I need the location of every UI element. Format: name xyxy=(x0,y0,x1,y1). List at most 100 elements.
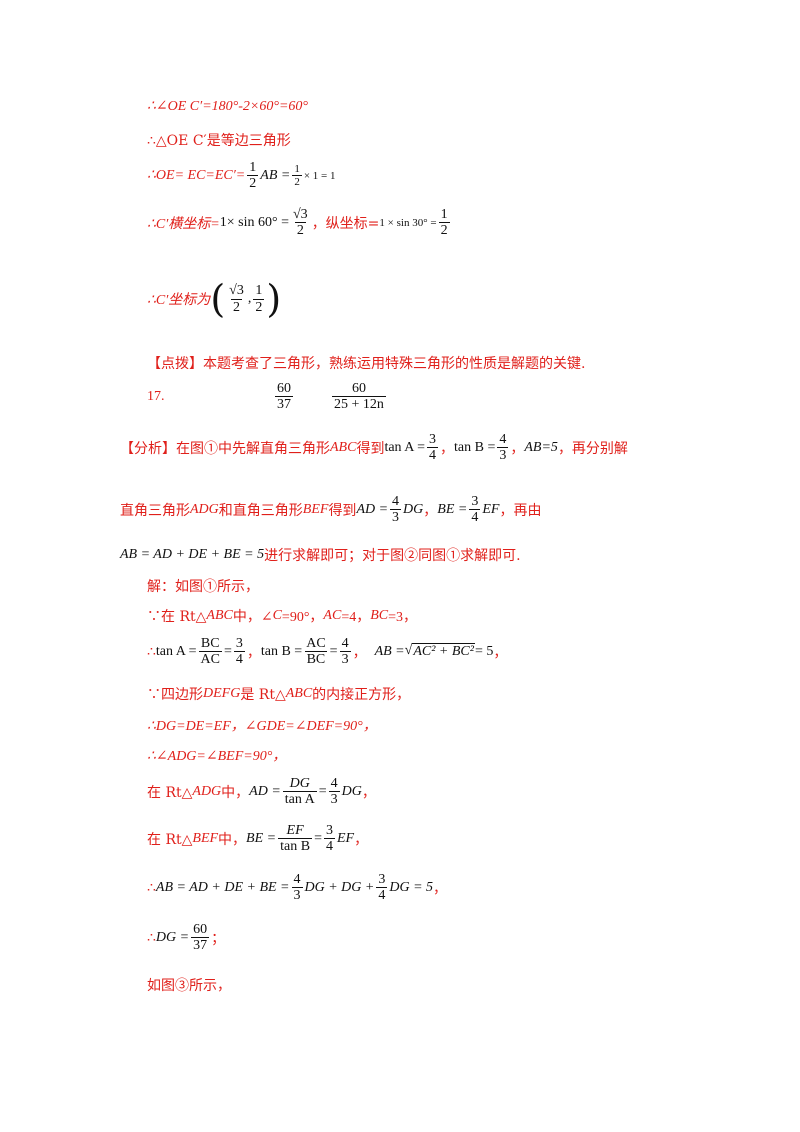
text: ADG xyxy=(192,783,222,799)
text: ，再分别解 xyxy=(557,440,628,457)
text: = xyxy=(318,783,327,799)
text: AB = AD + DE + BE = 5 xyxy=(120,547,265,562)
text: ∵四边形 xyxy=(147,687,203,703)
text: AC xyxy=(323,608,342,623)
text: C xyxy=(272,608,282,623)
text: BEF xyxy=(192,830,219,846)
line-dg-de-ef: ∴DG=DE=EF，∠GDE=∠DEF=90°， xyxy=(147,715,377,735)
line-equilateral: ∴△OE C′是等边三角形 xyxy=(147,130,291,150)
right-paren: ) xyxy=(266,277,282,321)
text: 得到 xyxy=(328,502,357,519)
text: ∴∠ADG=∠BEF=90°， xyxy=(147,749,287,764)
text: ABC xyxy=(285,686,313,701)
text: × 1 = 1 xyxy=(303,169,336,182)
text: tan B = xyxy=(260,643,303,659)
line-note: 【点拨】本题考查了三角形，熟练运用特殊三角形的性质是解题的关键. xyxy=(147,353,585,373)
text: = 5 xyxy=(474,643,494,659)
radical-sign: √ xyxy=(404,643,413,659)
text: ∴C′横坐标= xyxy=(147,216,220,232)
comma: , xyxy=(247,291,252,306)
text: AB = xyxy=(374,643,405,659)
text: EF xyxy=(336,830,355,846)
text: =4， xyxy=(341,610,371,625)
text: ∴△OE C′是等边三角形 xyxy=(147,133,291,149)
text: ，纵坐标= xyxy=(311,215,380,232)
line-solution-start: 解：如图①所示， xyxy=(147,576,259,596)
text: 解：如图①所示， xyxy=(147,579,259,595)
text: 中， xyxy=(221,784,250,801)
text: = xyxy=(314,830,322,846)
text: = xyxy=(223,643,232,659)
text: = xyxy=(329,643,338,659)
text: ABC xyxy=(330,439,357,455)
text: DEFG xyxy=(203,686,241,701)
text: 和直角三角形 xyxy=(218,502,303,519)
question-number: 17. xyxy=(147,388,165,404)
text: DG = xyxy=(155,929,190,945)
text: ∴OE= EC=EC′= xyxy=(147,168,246,184)
text: 中， xyxy=(218,831,247,848)
text: ， xyxy=(246,644,261,661)
line-figure-3: 如图③所示， xyxy=(147,975,231,995)
text: 的内接正方形， xyxy=(312,687,411,703)
text: ， xyxy=(352,644,367,661)
text: AB = AD + DE + BE = xyxy=(155,879,290,895)
text: AD = xyxy=(249,783,281,799)
left-paren: ( xyxy=(210,277,226,321)
text: 【分析】在图①中先解直角三角形 xyxy=(120,440,330,457)
text: =90°， xyxy=(281,610,324,625)
text: BE = xyxy=(437,501,468,517)
text: ； xyxy=(211,930,226,947)
text: ， xyxy=(440,440,455,457)
text: ADG xyxy=(190,501,219,517)
text: ， xyxy=(510,440,525,457)
text: 在 Rt△ xyxy=(147,784,193,801)
text: ∴C′坐标为 xyxy=(147,293,211,308)
text: DG = 5 xyxy=(389,879,434,895)
text: ， xyxy=(361,784,376,801)
text: DG xyxy=(341,783,362,799)
text: 【点拨】本题考查了三角形，熟练运用特殊三角形的性质是解题的关键. xyxy=(147,356,586,372)
text: 得到 xyxy=(356,440,385,457)
line-angle-oec: ∴∠OE C′=180°-2×60°=60° xyxy=(147,98,308,115)
text: ∴DG=DE=EF，∠GDE=∠DEF=90°， xyxy=(147,719,377,734)
text: 1 × sin 30° = xyxy=(379,216,437,229)
text: 1× sin 60° = xyxy=(219,214,289,230)
text: EF xyxy=(482,501,500,517)
text: 在 Rt△ xyxy=(147,831,193,848)
text: ∴ xyxy=(147,929,156,946)
text: DG xyxy=(403,501,424,517)
text: ∴∠OE C′=180°-2×60°=60° xyxy=(147,99,308,114)
square-root: √AC² + BC² xyxy=(404,643,475,660)
text: 是 Rt△ xyxy=(240,687,286,703)
line-analysis-end: AB = AD + DE + BE = 5 进行求解即可；对于图②同图①求解即可… xyxy=(120,545,521,565)
